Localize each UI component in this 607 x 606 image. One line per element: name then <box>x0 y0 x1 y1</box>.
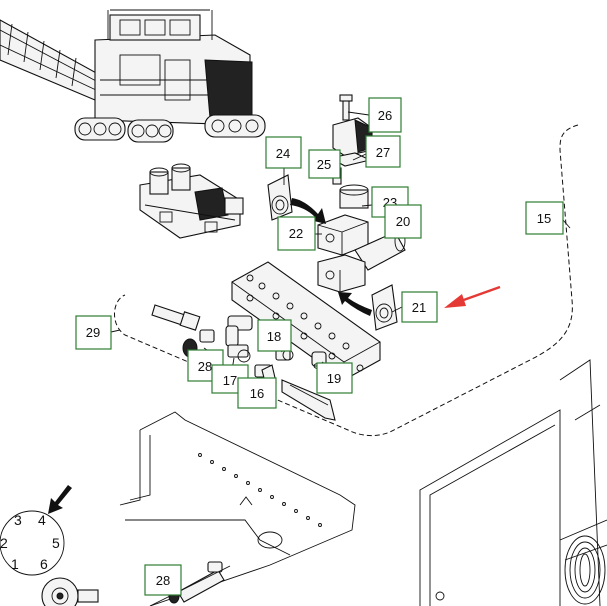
highlight-arrow <box>444 285 501 308</box>
fittings-group <box>151 304 336 421</box>
callout-16-label: 16 <box>250 386 264 401</box>
callout-29-label: 29 <box>86 325 100 340</box>
callout-21-label: 21 <box>412 300 426 315</box>
pin-3: 3 <box>14 512 22 528</box>
callout-29: 29 <box>75 315 112 350</box>
callout-21: 21 <box>401 291 438 323</box>
callout-28-lower: 28 <box>144 564 182 596</box>
pin-2: 2 <box>0 535 8 551</box>
callout-26-label: 26 <box>378 108 392 123</box>
callout-16: 16 <box>237 377 277 409</box>
callout-22-label: 22 <box>289 226 303 241</box>
callout-19-label: 19 <box>327 371 341 386</box>
pin-5: 5 <box>52 535 60 551</box>
callout-24-label: 24 <box>276 146 290 161</box>
callout-15-label: 15 <box>537 211 551 226</box>
callout-28-lower-label: 28 <box>156 573 170 588</box>
right-structure <box>419 359 607 606</box>
callout-24: 24 <box>265 136 302 169</box>
manifold-block <box>231 261 381 381</box>
lower-frame <box>41 411 356 606</box>
callout-18-label: 18 <box>267 329 281 344</box>
pin-6: 6 <box>40 556 48 572</box>
track-right <box>204 114 266 138</box>
valve-group-overview <box>139 163 244 239</box>
pin-4-arrow <box>48 485 72 514</box>
track-middle <box>127 119 174 143</box>
assembly-arrow-upper <box>290 198 326 224</box>
machine-illustration <box>0 9 266 143</box>
assembly-arrow-lower <box>338 292 372 316</box>
callout-28-upper-label: 28 <box>198 359 212 374</box>
callout-27: 27 <box>365 135 401 168</box>
callout-22: 22 <box>277 216 316 251</box>
callout-18: 18 <box>257 319 292 352</box>
track-left <box>74 117 126 141</box>
connector-pinout: 1 2 3 4 5 6 <box>0 485 72 576</box>
callout-15: 15 <box>525 201 564 235</box>
callout-26: 26 <box>368 97 402 133</box>
callout-25-label: 25 <box>317 157 331 172</box>
callout-25: 25 <box>308 149 341 179</box>
pin-1: 1 <box>11 556 19 572</box>
callout-19: 19 <box>316 362 353 394</box>
callout-17-label: 17 <box>223 373 237 388</box>
callout-20: 20 <box>384 204 422 239</box>
callout-27-label: 27 <box>376 145 390 160</box>
callout-20-label: 20 <box>396 214 410 229</box>
frame-outline-15 <box>114 124 579 437</box>
pin-4: 4 <box>38 512 46 528</box>
